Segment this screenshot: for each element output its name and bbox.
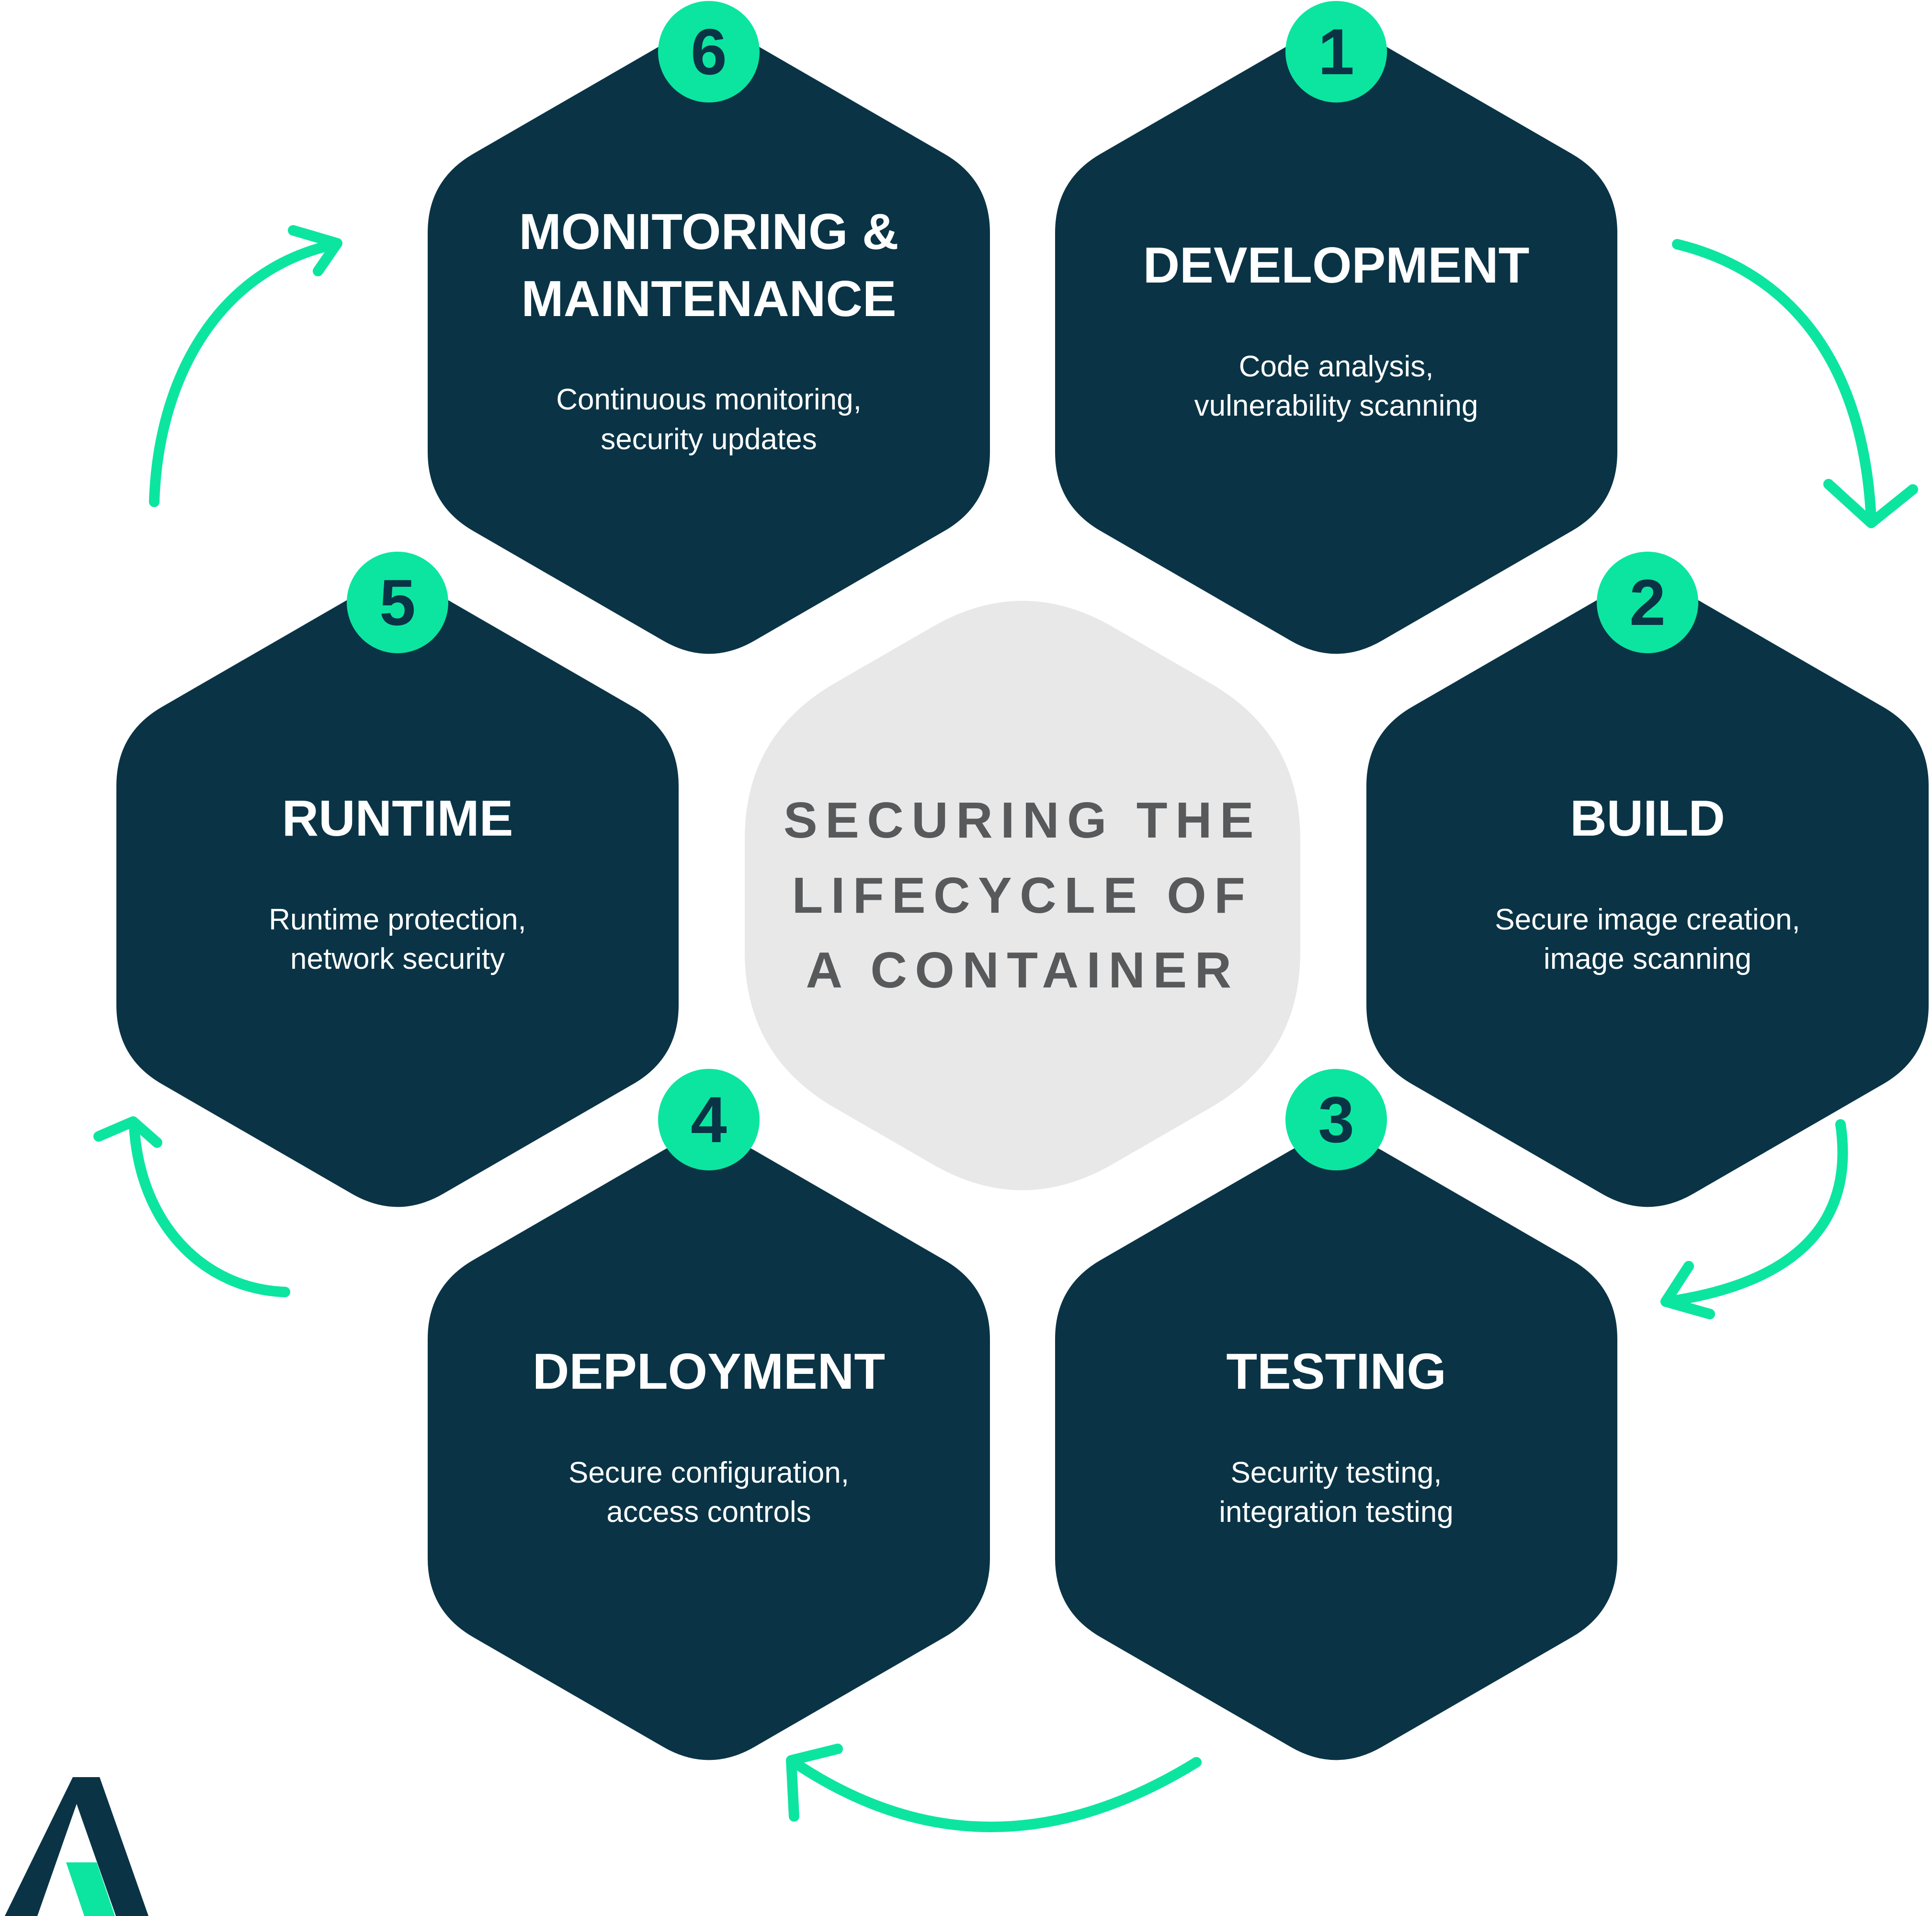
- stage-subtitle: Secure image creation, image scanning: [1495, 900, 1800, 979]
- stage-title: TESTING: [1226, 1338, 1446, 1406]
- stage-number-badge-1: 1: [1285, 1, 1387, 102]
- title-line: LIFECYCLE OF: [792, 867, 1253, 924]
- stage-title-line: MAINTENANCE: [521, 270, 897, 327]
- hexagon-shape: [428, 1137, 990, 1760]
- stage-subtitle-line: access controls: [606, 1495, 811, 1529]
- stage-title-line: BUILD: [1570, 790, 1725, 847]
- stage-number-badge-6: 6: [658, 1, 760, 102]
- stage-title: MONITORING & MAINTENANCE: [519, 199, 898, 333]
- stage-subtitle: Code analysis, vulnerability scanning: [1194, 347, 1478, 426]
- stage-title-line: RUNTIME: [282, 790, 513, 847]
- hex-testing: TESTING Security testing, integration te…: [1055, 1124, 1617, 1773]
- stage-title: BUILD: [1570, 785, 1725, 852]
- stage-subtitle-line: integration testing: [1219, 1495, 1454, 1529]
- stage-number: 2: [1629, 566, 1666, 639]
- stage-subtitle-line: Security testing,: [1230, 1456, 1442, 1489]
- stage-title-line: DEVELOPMENT: [1143, 237, 1530, 294]
- stage-subtitle-line: Continuous monitoring,: [556, 383, 862, 417]
- stage-number: 5: [379, 566, 416, 639]
- stage-subtitle: Continuous monitoring, security updates: [556, 380, 862, 459]
- stage-number: 6: [691, 15, 727, 88]
- stage-number-badge-2: 2: [1597, 552, 1698, 653]
- stage-subtitle-line: security updates: [601, 422, 817, 456]
- stage-title-line: MONITORING &: [519, 203, 899, 260]
- hexagon-shape: [1055, 1137, 1617, 1760]
- center-hexagon: SECURING THE LIFECYCLE OF A CONTAINER: [745, 575, 1300, 1216]
- stage-subtitle: Runtime protection, network security: [269, 900, 526, 979]
- stage-subtitle-line: Runtime protection,: [269, 903, 526, 936]
- stage-number-badge-5: 5: [347, 552, 448, 653]
- stage-number: 1: [1318, 15, 1354, 88]
- stage-subtitle-line: vulnerability scanning: [1194, 389, 1478, 422]
- stage-title-line: TESTING: [1226, 1343, 1446, 1400]
- stage-subtitle: Security testing, integration testing: [1219, 1453, 1453, 1532]
- brand-logo-icon: [5, 1777, 148, 1916]
- stage-number-badge-4: 4: [658, 1069, 760, 1170]
- stage-subtitle-line: Secure configuration,: [568, 1456, 849, 1489]
- stage-subtitle-line: Code analysis,: [1239, 350, 1434, 383]
- stage-title: RUNTIME: [282, 785, 513, 852]
- hex-development: DEVELOPMENT Code analysis, vulnerability…: [1055, 18, 1617, 667]
- stage-title-line: DEPLOYMENT: [532, 1343, 886, 1400]
- arrow-development-to-build: [1672, 239, 1918, 528]
- stage-subtitle: Secure configuration, access controls: [568, 1453, 849, 1532]
- stage-subtitle-line: network security: [290, 942, 505, 975]
- hexagon-shape: [1055, 31, 1617, 654]
- stage-number-badge-3: 3: [1285, 1069, 1387, 1170]
- title-line: A CONTAINER: [806, 942, 1239, 999]
- stage-number: 4: [691, 1083, 727, 1156]
- hex-runtime: RUNTIME Runtime protection, network secu…: [116, 571, 679, 1220]
- hexagon-shape: [428, 31, 990, 654]
- hexagon-shape: [116, 584, 679, 1207]
- hex-monitoring-maintenance: MONITORING & MAINTENANCE Continuous moni…: [428, 18, 990, 667]
- stage-number: 3: [1318, 1083, 1354, 1156]
- center-hexagon-shape: [745, 601, 1300, 1190]
- title-line: SECURING THE: [783, 792, 1262, 849]
- hex-build: BUILD Secure image creation, image scann…: [1366, 571, 1929, 1220]
- infographic-title: SECURING THE LIFECYCLE OF A CONTAINER: [784, 783, 1261, 1009]
- hexagon-shape: [1366, 584, 1929, 1207]
- stage-subtitle-line: image scanning: [1543, 942, 1752, 975]
- hex-deployment: DEPLOYMENT Secure configuration, access …: [428, 1124, 990, 1773]
- stage-subtitle-line: Secure image creation,: [1495, 903, 1800, 936]
- stage-title: DEVELOPMENT: [1143, 232, 1530, 299]
- stage-title: DEPLOYMENT: [533, 1338, 885, 1406]
- arrow-runtime-to-monitoring: [149, 225, 342, 507]
